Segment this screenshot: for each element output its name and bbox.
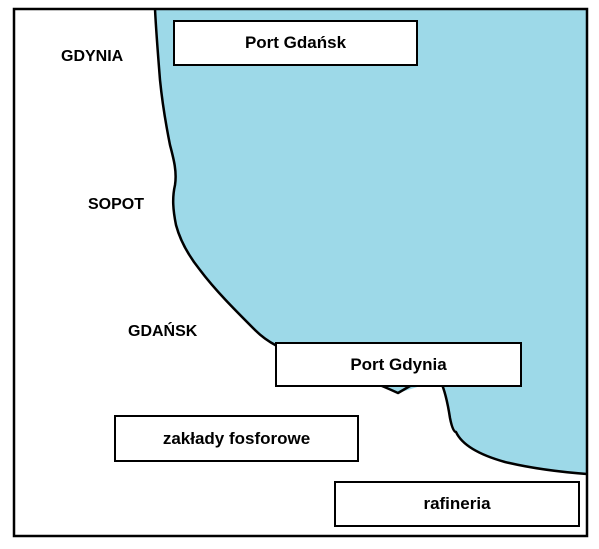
box-port-gdansk: Port Gdańsk xyxy=(173,20,418,66)
box-port-gdynia: Port Gdynia xyxy=(275,342,522,387)
city-label-gdansk: GDAŃSK xyxy=(128,323,198,340)
map-frame xyxy=(12,7,589,538)
city-label-sopot: SOPOT xyxy=(88,196,145,213)
city-label-gdynia: GDYNIA xyxy=(61,48,124,65)
box-zaklady-fosforowe: zakłady fosforowe xyxy=(114,415,359,462)
coastline xyxy=(153,8,588,476)
box-rafineria: rafineria xyxy=(334,481,580,527)
